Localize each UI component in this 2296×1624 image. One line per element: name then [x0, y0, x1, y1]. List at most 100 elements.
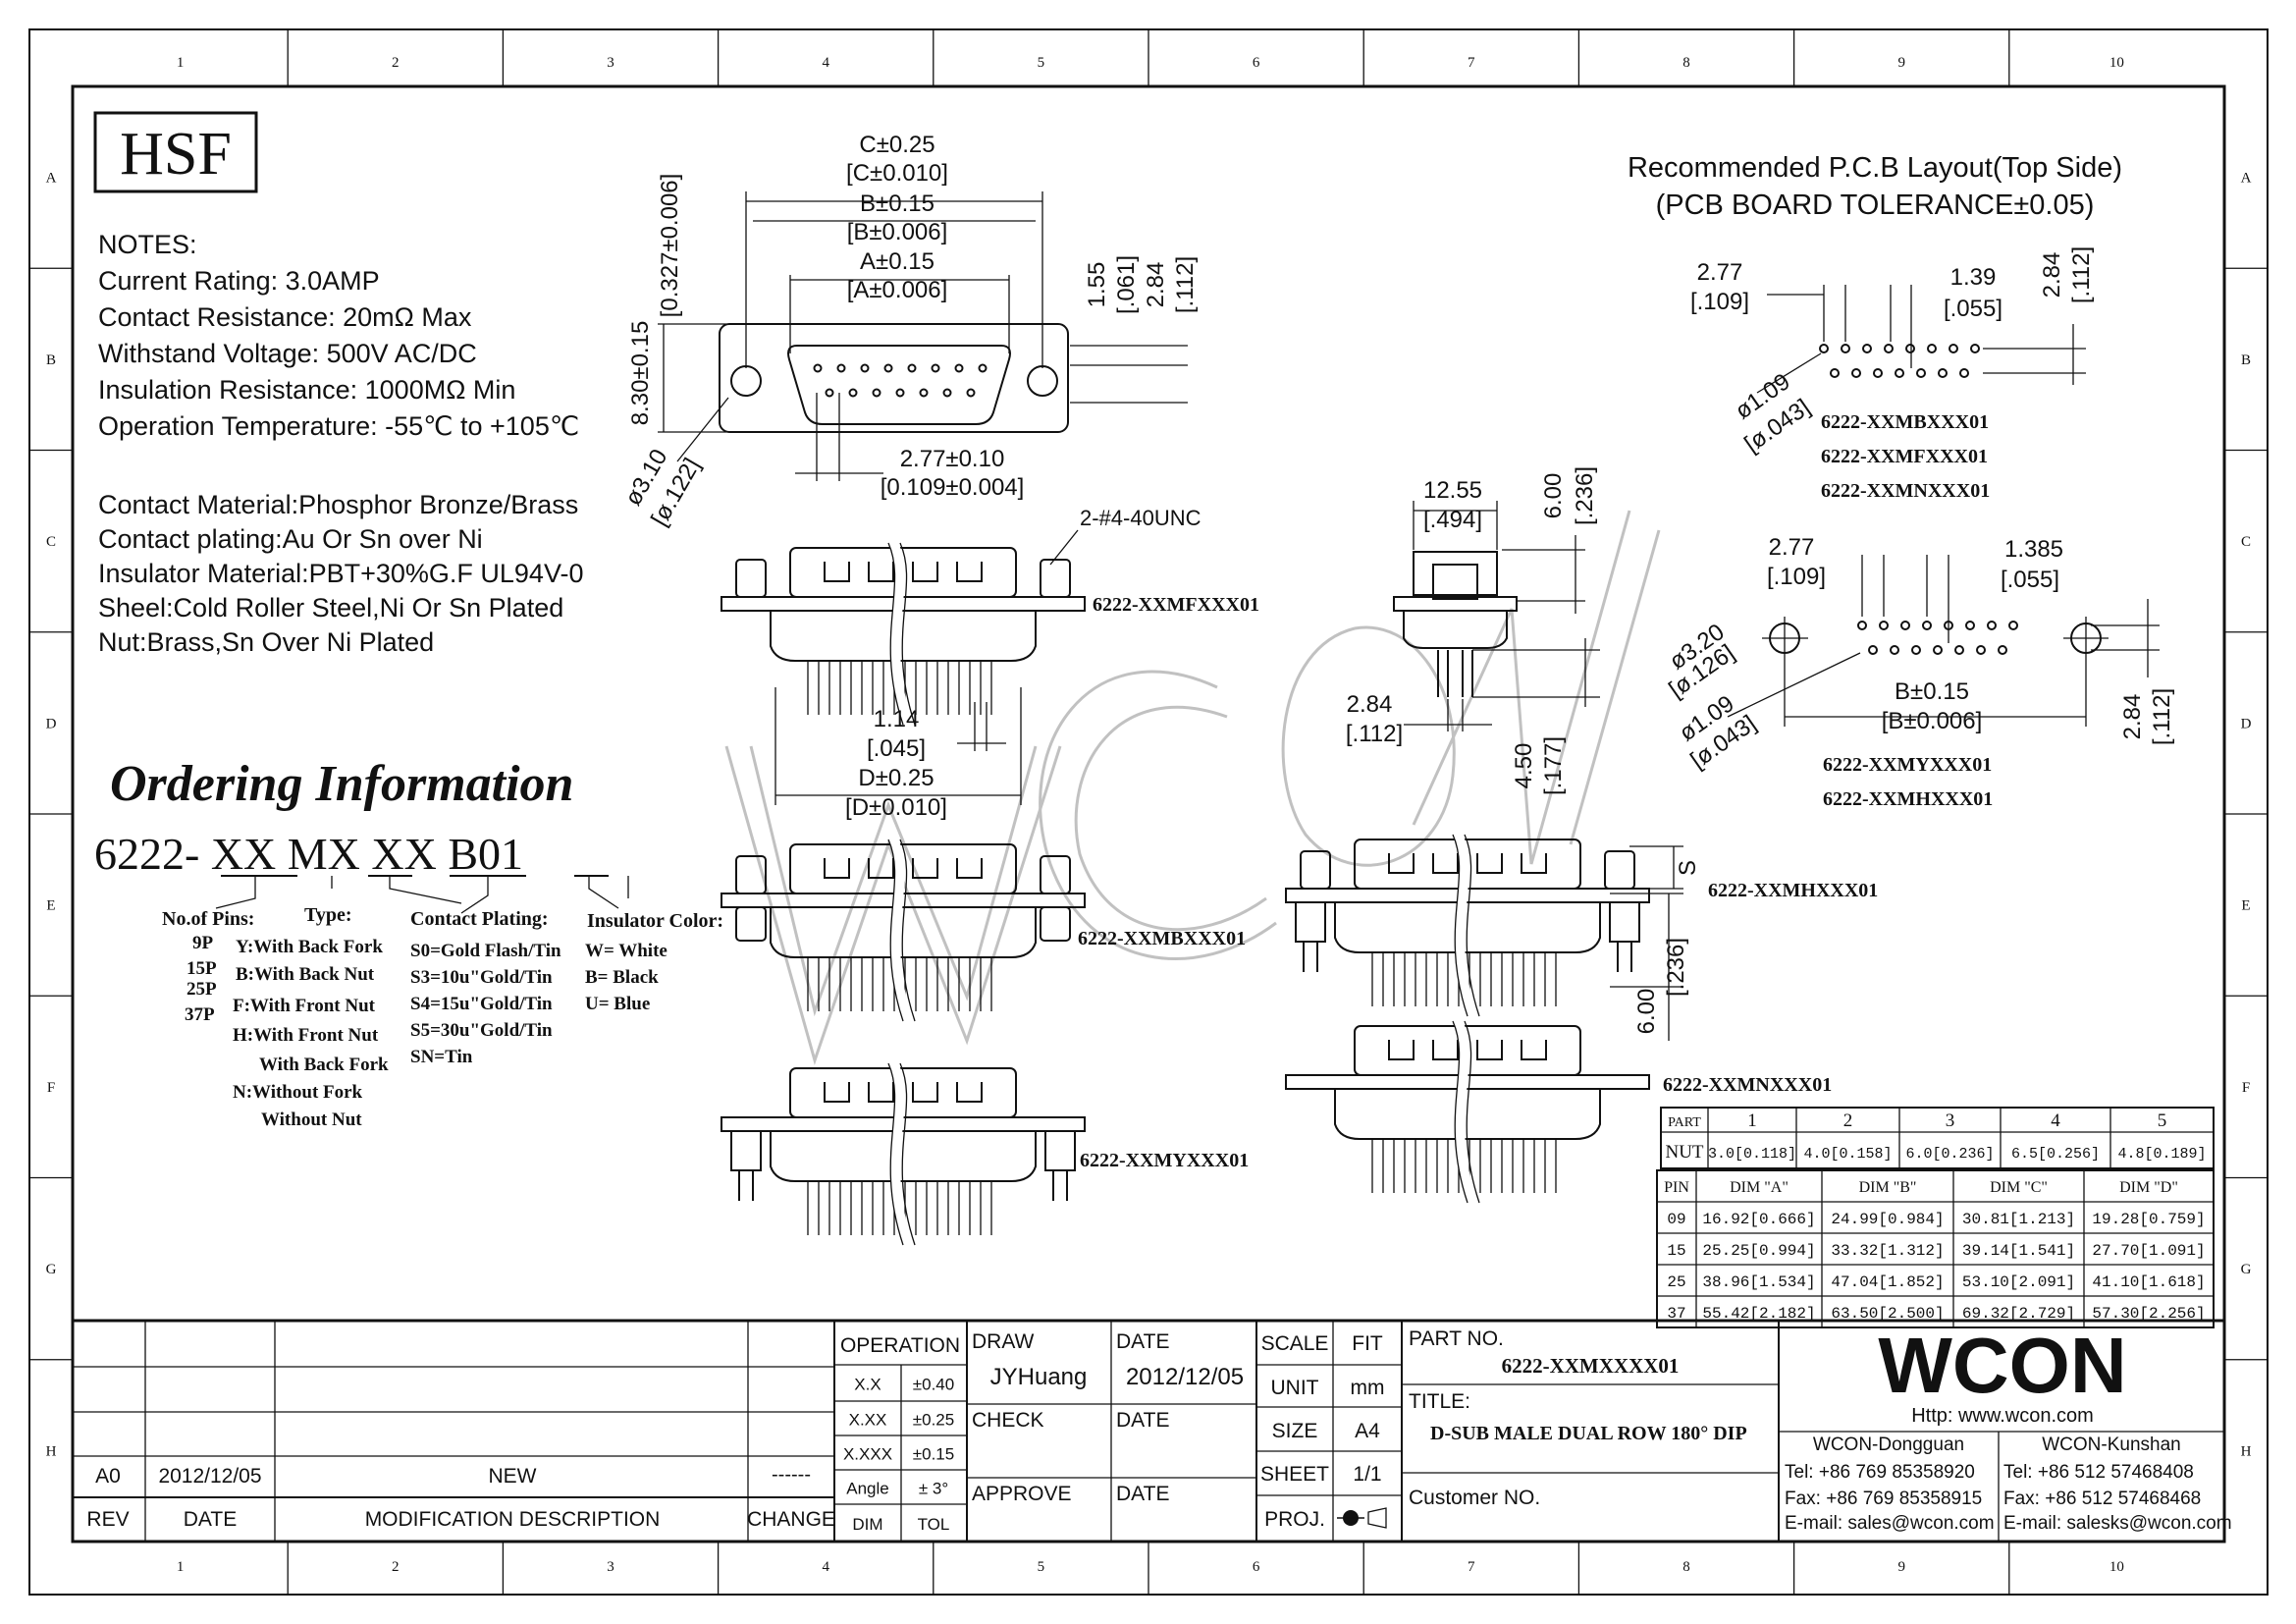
- tolerance-value: ±0.15: [913, 1445, 954, 1464]
- dim-pitch-inch: [0.109±0.004]: [881, 474, 1025, 501]
- dim-table-cell: 25: [1667, 1273, 1685, 1291]
- unit-value: mm: [1351, 1377, 1385, 1399]
- grid-col-label: 10: [2109, 55, 2124, 71]
- type-option: H:With Front Nut: [233, 1025, 379, 1046]
- dim-6-00-bottom: 6.00: [1633, 989, 1660, 1035]
- connector-side-view: [721, 837, 1086, 1023]
- draw-date-label: DATE: [1116, 1330, 1169, 1353]
- grid-row-label: A: [2241, 171, 2252, 187]
- sheet-value: 1/1: [1353, 1463, 1381, 1486]
- pcb-hole: [1830, 368, 1840, 378]
- type-option: Without Nut: [261, 1110, 362, 1130]
- pcb-hole: [1976, 645, 1986, 655]
- pcb-hole: [1938, 368, 1948, 378]
- plating-option: S0=Gold Flash/Tin: [410, 941, 561, 961]
- dim-end-2-84: 2.84: [1347, 691, 1393, 718]
- grid-col-label: 10: [2109, 1559, 2124, 1575]
- pcb-hole: [1933, 645, 1943, 655]
- pcb-a-part: 6222-XXMFXXX01: [1821, 446, 1988, 467]
- projection-symbol: [1337, 1507, 1387, 1529]
- dim-6-00-bottom-inch: [.236]: [1663, 938, 1689, 997]
- dim-table-cell: 16.92[0.666]: [1702, 1211, 1815, 1228]
- grid-col-label: 8: [1682, 55, 1690, 71]
- dim-s: S: [1675, 860, 1701, 876]
- grid-col-label: 8: [1682, 1559, 1690, 1575]
- nut-table-cell: 6.0[0.236]: [1905, 1146, 1994, 1163]
- dim-table-cell: 55.42[2.182]: [1702, 1305, 1815, 1323]
- notes-block: NOTES: Current Rating: 3.0AMP Contact Re…: [98, 230, 583, 657]
- pcb-hole: [1959, 368, 1969, 378]
- material-line: Contact plating:Au Or Sn over Ni: [98, 524, 483, 554]
- approve-date-label: DATE: [1116, 1483, 1169, 1505]
- grid-col-label: 1: [177, 1559, 185, 1575]
- title-block: A0 2012/12/05 NEW ------ REV DATE MODIFI…: [73, 1319, 2232, 1542]
- rev-header: REV: [86, 1508, 129, 1531]
- pcb-hole: [1873, 368, 1883, 378]
- tolerance-value: ± 3°: [919, 1480, 948, 1498]
- thread-label: 2-#4-40UNC: [1080, 506, 1201, 530]
- dim-1-55-inch: [.061]: [1113, 255, 1140, 314]
- type-option: N:Without Fork: [233, 1082, 363, 1103]
- pins-label: No.of Pins:: [162, 908, 254, 930]
- end-view: 12.55 [.494] 6.00 [.236] 2.84 [.112] 4.5…: [1346, 466, 1600, 795]
- company-web: Http: www.wcon.com: [1911, 1405, 2094, 1427]
- nut-table-header: 4: [2051, 1110, 2060, 1131]
- pcb-hole: [1954, 645, 1964, 655]
- tolerance-value: TOL: [918, 1515, 950, 1534]
- dim-table-cell: 27.70[1.091]: [2092, 1242, 2205, 1260]
- pcb-a-row-inch: [.112]: [2068, 246, 2095, 303]
- grid-row-label: E: [46, 898, 55, 914]
- ordering-title: Ordering Information: [110, 756, 573, 812]
- pin-hole: [966, 388, 976, 398]
- dim-2-84-inch: [.112]: [1172, 256, 1199, 313]
- grid-row-label: D: [2241, 716, 2252, 731]
- label-mn: 6222-XXMNXXX01: [1663, 1074, 1832, 1096]
- pcb-hole: [1900, 621, 1910, 630]
- dim-c-inch: [C±0.010]: [846, 160, 948, 187]
- nut-table-cell: 3.0[0.118]: [1708, 1146, 1796, 1163]
- pcb-hole: [1868, 645, 1878, 655]
- pcb-hole: [1879, 621, 1889, 630]
- dim-table-cell: 38.96[1.534]: [1702, 1273, 1815, 1291]
- grid-col-label: 7: [1468, 55, 1475, 71]
- pcb-hole: [2008, 621, 2018, 630]
- grid-col-label: 4: [822, 1559, 829, 1575]
- pcb-b-pitch-inch: [.109]: [1767, 564, 1826, 590]
- pcb-b-span: B±0.15: [1895, 678, 1969, 705]
- type-option: F:With Front Nut: [233, 996, 376, 1016]
- ordering-code: 6222- XX MX XX B01: [94, 829, 523, 879]
- grid-row-label: F: [2242, 1080, 2250, 1096]
- dim-1-14-inch: [.045]: [867, 735, 926, 762]
- dim-table-cell: 69.32[2.729]: [1962, 1305, 2075, 1323]
- pcb-hole: [1987, 621, 1997, 630]
- proj-label: PROJ.: [1264, 1508, 1325, 1531]
- grid-row-label: H: [46, 1443, 57, 1459]
- hsf-logo-box: [93, 111, 258, 193]
- pin-hole: [848, 388, 858, 398]
- nut-table-header: 3: [1946, 1110, 1955, 1131]
- pcb-hole: [1949, 344, 1958, 353]
- connector-side-view: [721, 540, 1086, 727]
- plating-option: SN=Tin: [410, 1047, 473, 1067]
- material-line: Nut:Brass,Sn Over Ni Plated: [98, 627, 434, 657]
- pin-hole: [942, 388, 952, 398]
- material-line: Contact Material:Phosphor Bronze/Brass: [98, 490, 578, 519]
- grid-col-label: 1: [177, 55, 185, 71]
- dim-2-84: 2.84: [1143, 262, 1169, 308]
- rev-desc-value: NEW: [489, 1465, 537, 1488]
- nut-table-cell: 6.5[0.256]: [2011, 1146, 2100, 1163]
- dim-table-cell: 53.10[2.091]: [1962, 1273, 2075, 1291]
- dim-height-inch: [0.327±0.006]: [657, 174, 683, 318]
- pcb-hole: [1905, 344, 1915, 353]
- grid-row-label: G: [2241, 1262, 2252, 1277]
- pcb-a-pitch-inch: [.109]: [1690, 289, 1749, 315]
- note-line: Current Rating: 3.0AMP: [98, 266, 380, 296]
- pcb-b-part: 6222-XXMYXXX01: [1823, 754, 1992, 776]
- part-no-value: 6222-XXMXXXX01: [1502, 1354, 1680, 1378]
- tolerance-key: DIM: [852, 1515, 882, 1534]
- hsf-logo: HSF: [120, 121, 232, 188]
- label-my: 6222-XXMYXXX01: [1080, 1150, 1249, 1171]
- grid-row-label: H: [2241, 1443, 2252, 1459]
- dim-table-cell: 24.99[0.984]: [1831, 1211, 1944, 1228]
